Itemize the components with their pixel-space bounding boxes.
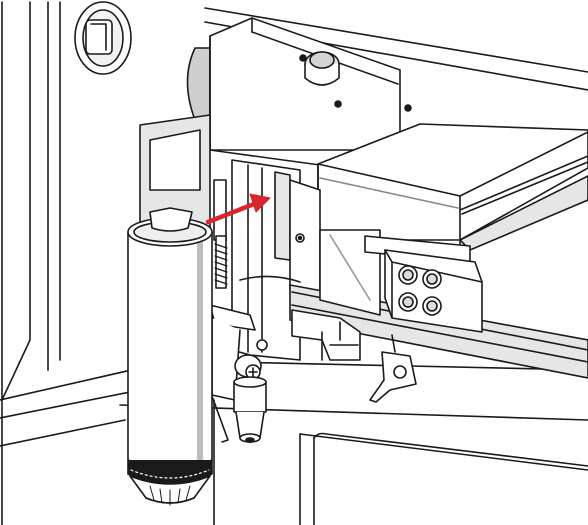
- housing-knob: [304, 51, 340, 86]
- direction-arrow: [205, 193, 271, 225]
- needle-assembly: [209, 179, 267, 443]
- adjust-screw: [234, 354, 262, 380]
- terminal-block: [384, 249, 483, 333]
- round-port: [74, 1, 132, 75]
- nozzle: [233, 376, 267, 443]
- latch-clamp: [291, 309, 417, 403]
- front-cylinder: [127, 207, 213, 506]
- motor-housing: [186, 17, 552, 166]
